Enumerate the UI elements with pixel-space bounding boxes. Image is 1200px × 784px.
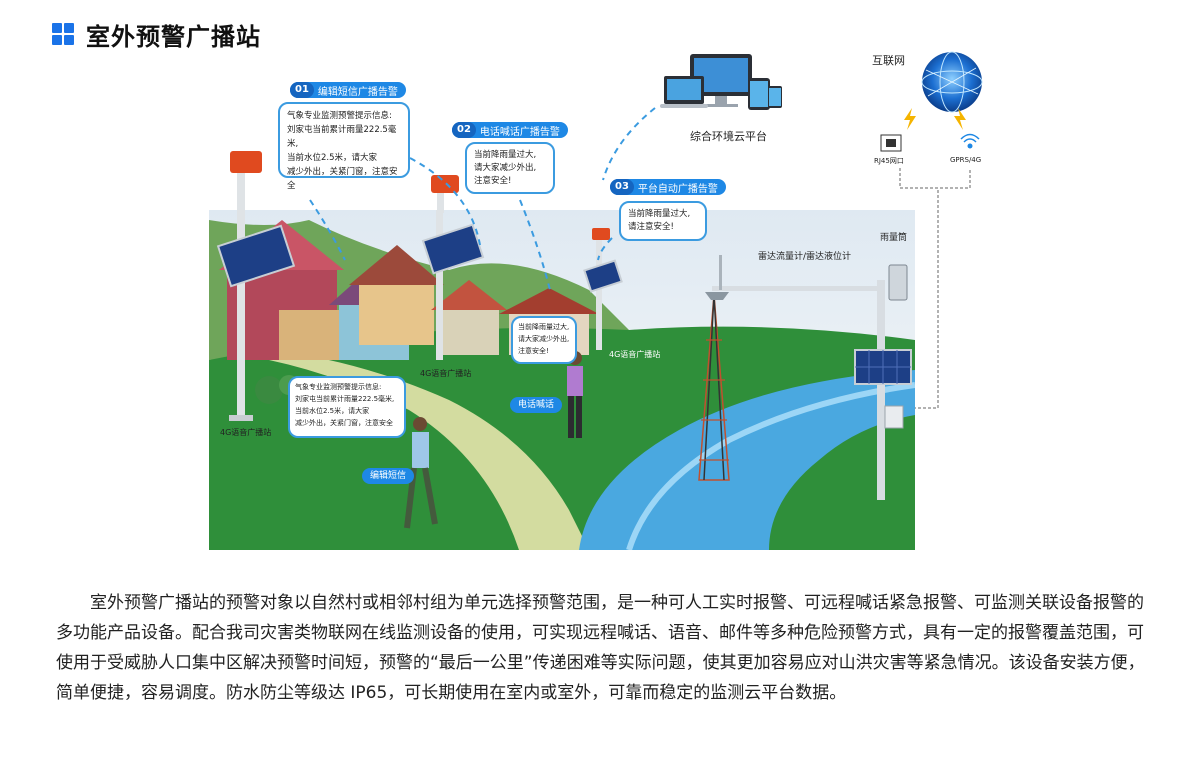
pole-2 (437, 193, 444, 213)
siren-speaker-3 (592, 228, 610, 240)
radar-label: 雷达流量计/雷达液位计 (758, 252, 852, 262)
lightning-icon (954, 108, 966, 130)
rj45-label: RJ45网口 (874, 157, 904, 165)
step-3-message: 当前降雨量过大,请注意安全! (619, 201, 707, 241)
station-label-2: 4G语音广播站 (420, 369, 472, 378)
wifi-signal-icon (960, 133, 980, 149)
station-label-3: 4G语音广播站 (609, 350, 661, 359)
cloud-platform-devices (660, 54, 782, 110)
grid-icon (52, 23, 74, 45)
internet-label: 互联网 (872, 54, 905, 67)
phone-call-bubble: 当前降雨量过大,请大家减少外出,注意安全! (511, 316, 577, 364)
sms-bubble: 气象专业监测预警提示信息:刘家屯当前累计雨量222.5毫米,当前水位2.5米，请… (288, 376, 406, 438)
step-2-message: 当前降雨量过大,请大家减少外出,注意安全! (465, 142, 555, 194)
landscape (209, 210, 915, 550)
rain-gauge-label: 雨量筒 (880, 233, 908, 243)
step-1-message: 气象专业监测预警提示信息:刘家屯当前累计雨量222.5毫米,当前水位2.5米，请… (278, 102, 410, 191)
page-title: 室外预警广播站 (86, 22, 261, 51)
connection-lines (899, 168, 971, 409)
broadcast-arrows (309, 107, 656, 291)
lightning-icon (904, 108, 916, 130)
edit-sms-tag: 编辑短信 (362, 468, 415, 484)
gprs-label: GPRS/4G (950, 156, 982, 164)
village-scene (209, 210, 915, 550)
description-paragraph: 室外预警广播站的预警对象以自然村或相邻村组为单元选择预警范围，是一种可人工实时报… (56, 593, 1145, 703)
globe-icon (921, 51, 983, 113)
station-label-1: 4G语音广播站 (220, 428, 272, 437)
siren-speaker-2 (431, 175, 459, 193)
rj45-port-icon (880, 134, 902, 152)
cloud-platform-label: 综合环境云平台 (690, 130, 767, 143)
siren-speaker-1 (230, 151, 262, 173)
phone-call-tag: 电话喊话 (510, 397, 563, 413)
pole-1 (237, 173, 245, 213)
section-header: 室外预警广播站 (52, 18, 261, 51)
